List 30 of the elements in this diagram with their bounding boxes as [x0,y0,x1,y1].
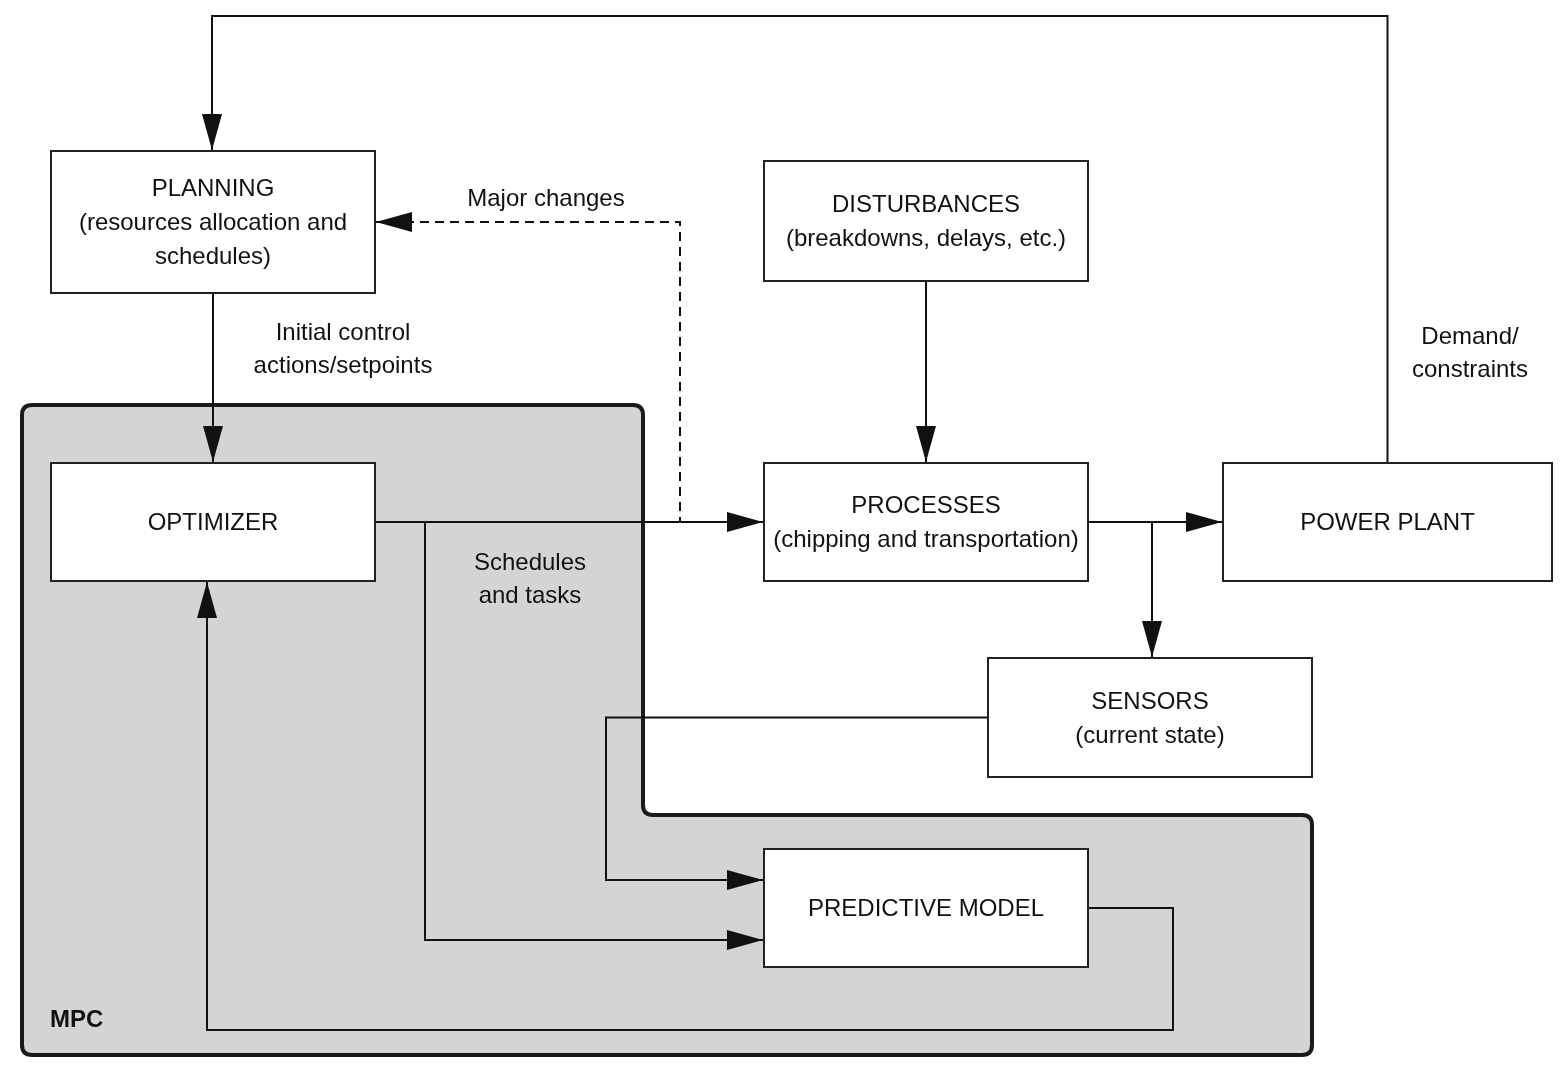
arrow [203,293,223,463]
process-box [50,150,376,294]
edge-label: Major changes [466,182,626,213]
box-title: DISTURBANCES [832,189,1020,219]
edge-label: Demand/ constraints [1410,321,1530,384]
box-title: PREDICTIVE MODEL [807,893,1044,923]
arrow [605,716,988,890]
box-subtitle: (resources allocation and schedules) [77,207,349,271]
box-subtitle: (chipping and transportation) [773,524,1079,554]
arrow [375,212,681,523]
arrow [202,15,1389,463]
arrow [197,581,1174,1031]
edge-label: Initial control actions/setpoints [252,317,434,380]
process-box [50,462,376,582]
arrow [916,281,936,463]
box-title: SENSORS [1091,685,1209,716]
box-title: POWER PLANT [1300,507,1475,537]
process-box [987,657,1313,778]
process-box [763,462,1089,582]
box-subtitle: (current state) [1075,719,1225,750]
box-title: PLANNING [151,173,275,203]
process-box [763,848,1089,968]
edge-label: Schedules and tasks [472,547,588,610]
process-box [763,160,1089,282]
process-box [1222,462,1553,582]
box-subtitle: (breakdowns, delays, etc.) [785,223,1067,253]
box-title: OPTIMIZER [147,507,279,537]
region-label: MPC [50,1005,104,1033]
box-title: PROCESSES [851,490,1001,520]
arrow [1088,521,1162,658]
